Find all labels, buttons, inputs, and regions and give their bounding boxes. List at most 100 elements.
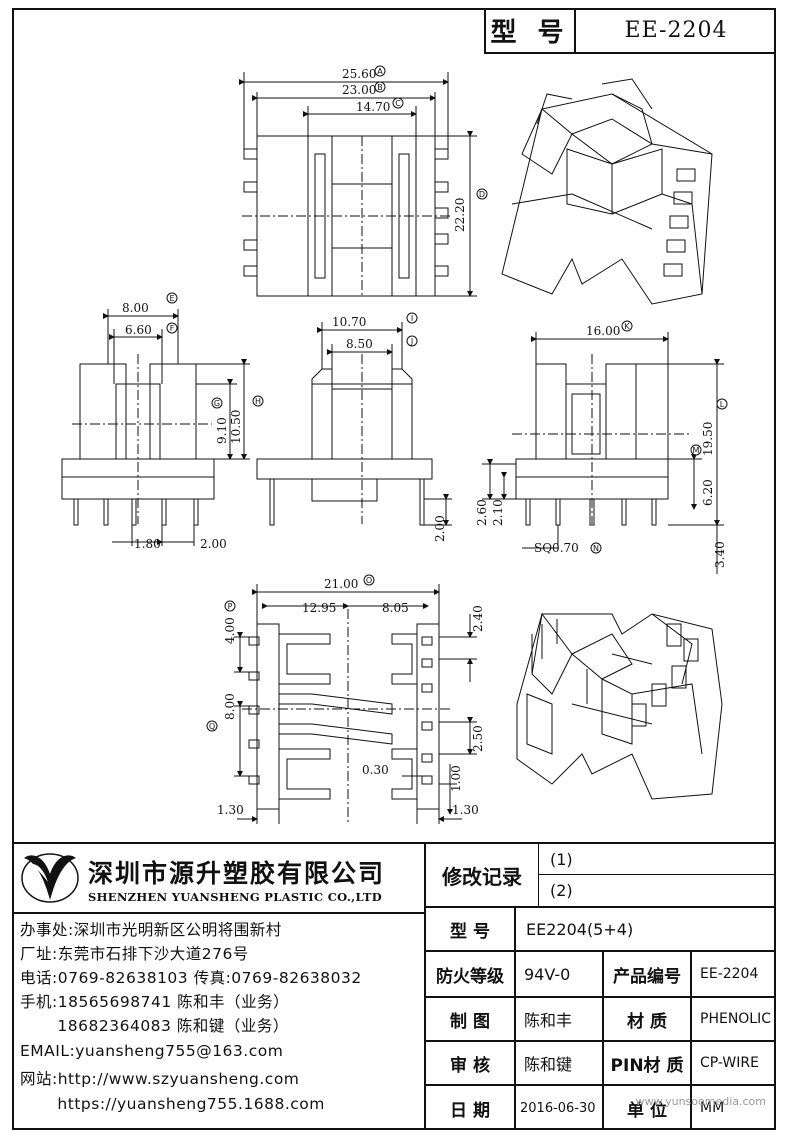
dim-c: 14.70 (356, 100, 390, 114)
dim-a: 25.60 (342, 67, 376, 81)
website-1: 网站:http://www.szyuansheng.com (20, 1070, 300, 1088)
material-value: PHENOLIC (700, 1011, 772, 1027)
drawing-frame (12, 8, 776, 1130)
marker-i: I (406, 312, 418, 324)
company-logo-icon (21, 853, 79, 903)
dim-g: 9.10 (215, 417, 229, 444)
dim-o: 21.00 (324, 577, 358, 591)
dim-m: 6.20 (701, 479, 715, 506)
company-divider (12, 912, 424, 914)
dim-pin-length: 2.00 (433, 515, 447, 542)
dim-2-60: 2.60 (475, 499, 489, 526)
dim-f: 6.60 (125, 323, 152, 337)
svg-text:G: G (214, 399, 220, 408)
watermark: www.yunsoomedia.com (635, 1095, 766, 1108)
info-table: 修改记录 (1) (2) 型 号 EE2204(5+4) 防火等级 94V-0 … (426, 844, 776, 1130)
marker-q: Q (206, 720, 218, 732)
phone-fax: 电话:0769-82638103 传真:0769-82638032 (20, 969, 362, 987)
svg-text:L: L (720, 400, 725, 409)
fire-rating-label: 防火等级 (436, 966, 504, 987)
dim-e: 8.00 (122, 301, 149, 315)
svg-text:A: A (377, 67, 383, 76)
marker-n: N (590, 542, 602, 554)
marker-b: B (374, 81, 386, 93)
revision-label: 修改记录 (442, 864, 522, 889)
dim-1-00: 1.00 (449, 765, 463, 792)
mobile-2: 18682364083 陈和键（业务） (20, 1017, 289, 1035)
svg-text:Q: Q (209, 722, 215, 731)
marker-p: P (224, 600, 236, 612)
factory-address: 厂址:东莞市石排下沙大道276号 (20, 945, 249, 963)
material-label: 材 质 (627, 1011, 667, 1032)
dim-1-30-left: 1.30 (217, 803, 244, 817)
marker-d: D (476, 188, 488, 200)
svg-text:C: C (395, 99, 401, 108)
reviewer-value: 陈和键 (524, 1055, 573, 1074)
email: EMAIL:yuansheng755@163.com (20, 1042, 284, 1060)
unit-value: MM (700, 1100, 725, 1116)
dim-i: 10.70 (332, 315, 366, 329)
model-value: EE-2204 (624, 17, 728, 43)
isometric-view-bottom (516, 612, 723, 800)
title-block-bottom: 深圳市源升塑胶有限公司 SHENZHEN YUANSHENG PLASTIC C… (12, 842, 776, 1130)
pin-material-value: CP-WIRE (700, 1055, 759, 1071)
marker-l: L (716, 398, 728, 410)
dim-r: 12.95 (302, 601, 336, 615)
svg-text:J: J (410, 337, 413, 346)
dim-k: 16.00 (586, 324, 620, 338)
right-side-view (482, 332, 724, 574)
top-view (239, 72, 477, 297)
svg-text:N: N (593, 544, 599, 553)
svg-text:B: B (377, 83, 383, 92)
table-model-value: EE2204(5+4) (526, 919, 634, 939)
svg-text:P: P (228, 602, 233, 611)
dim-b: 23.00 (342, 83, 376, 97)
marker-o: O (363, 574, 375, 586)
company-info: 深圳市源升塑胶有限公司 SHENZHEN YUANSHENG PLASTIC C… (12, 844, 426, 1130)
dim-3-40: 3.40 (713, 541, 727, 568)
left-side-view (61, 309, 250, 546)
dim-n: SQ0.70 (534, 541, 579, 555)
marker-m: M (690, 444, 702, 456)
product-code-value: EE-2204 (700, 966, 759, 982)
dim-2-40: 2.40 (471, 605, 485, 632)
svg-text:D: D (479, 190, 485, 199)
svg-text:F: F (170, 324, 175, 333)
office-address: 办事处:深圳市光明新区公明将围新村 (20, 921, 282, 939)
dim-1-30-right: 1.30 (452, 803, 479, 817)
svg-text:E: E (169, 294, 174, 303)
svg-text:I: I (411, 314, 413, 323)
marker-h: H (252, 395, 264, 407)
table-model-label: 型 号 (450, 921, 490, 942)
dim-2-10: 2.10 (491, 499, 505, 526)
dim-2-50: 2.50 (471, 725, 485, 752)
unit-label: 单 位 (627, 1100, 667, 1121)
dim-pitch1: 1.80 (134, 537, 161, 551)
svg-text:K: K (624, 322, 630, 331)
company-name-en: SHENZHEN YUANSHENG PLASTIC CO.,LTD (88, 890, 383, 904)
website-2: https://yuansheng755.1688.com (20, 1095, 325, 1113)
dim-l: 19.50 (701, 422, 715, 456)
fire-rating-value: 94V-0 (524, 964, 571, 984)
revision-1: (1) (550, 849, 573, 869)
product-code-label: 产品编号 (613, 966, 681, 987)
dim-h: 10.50 (229, 410, 243, 444)
dim-0-30: 0.30 (362, 763, 389, 777)
dim-pitch2: 2.00 (200, 537, 227, 551)
marker-j: J (406, 335, 418, 347)
dim-s: 8.05 (382, 601, 409, 615)
dim-q: 8.00 (223, 693, 237, 720)
date-value: 2016-06-30 (520, 1100, 596, 1116)
technical-drawing: A B C D E F G H I J K L M N O P Q 25.60 … (61, 65, 728, 824)
svg-text:M: M (693, 446, 700, 455)
bottom-view (234, 584, 477, 824)
revision-2: (2) (550, 881, 573, 900)
marker-c: C (392, 97, 404, 109)
title-block: 型 号 EE-2204 (484, 8, 776, 54)
drafter-value: 陈和丰 (524, 1011, 573, 1030)
marker-e: E (166, 292, 178, 304)
reviewer-label: 审 核 (450, 1055, 490, 1076)
dim-p: 4.00 (223, 617, 237, 644)
company-name-cn: 深圳市源升塑胶有限公司 (88, 859, 386, 888)
svg-text:O: O (366, 576, 372, 585)
